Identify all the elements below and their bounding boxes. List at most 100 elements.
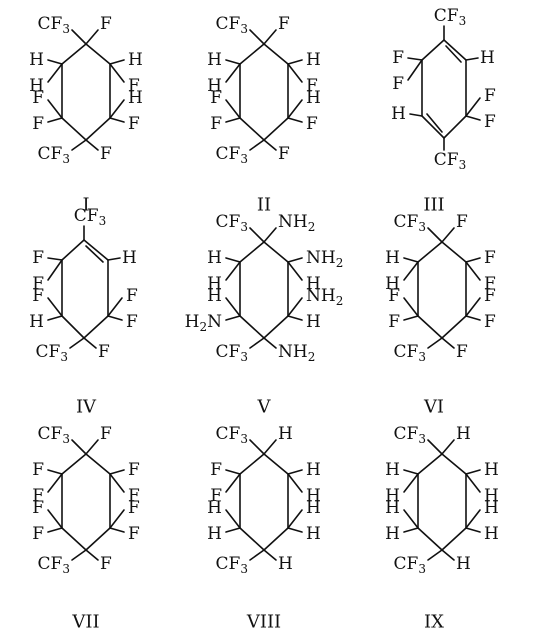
substituent-bond [249, 227, 265, 243]
atom-bottom-left: CF3 [394, 554, 426, 576]
ring-bond [239, 117, 265, 141]
substituent-bond [403, 509, 419, 529]
ring-bond [417, 315, 443, 339]
atom-lower-right-1: H [128, 88, 143, 108]
substituent-bond [47, 297, 63, 317]
substituent-bond [47, 315, 63, 321]
substituent-bond [441, 549, 455, 561]
structure-label: III [423, 195, 444, 216]
ring-bond [85, 117, 111, 141]
atom-bottom-right: F [100, 554, 112, 574]
ring-bond [85, 527, 111, 551]
atom-lower-left-2: H2N [185, 312, 222, 334]
substituent-bond [287, 527, 303, 533]
atom-upper-left-1: H [385, 248, 400, 268]
substituent-bond [47, 527, 63, 533]
ring-bond [239, 527, 265, 551]
ring-bond [61, 453, 87, 475]
substituent-bond [403, 315, 419, 321]
atom-lower-left-2: H [207, 524, 222, 544]
ring-bond [417, 527, 443, 551]
ring-bond [85, 453, 111, 475]
atom-bottom-left: CF3 [36, 342, 68, 364]
atom-upper-left-1: F [32, 460, 44, 480]
substituent-bond [403, 473, 419, 493]
substituent-bond [71, 29, 87, 45]
substituent-bond [225, 315, 241, 321]
atom-lower-right-2: H [306, 312, 321, 332]
atom-lower-right-1: F [128, 498, 140, 518]
ring-bond [263, 241, 289, 263]
ring-bond [61, 43, 87, 65]
atom-top-left: CF3 [38, 424, 70, 446]
substituent-bond [441, 227, 455, 243]
substituent-bond [47, 509, 63, 529]
substituent-bond [249, 337, 265, 349]
substituent-bond [85, 549, 99, 561]
ring-bond [421, 39, 445, 61]
substituent-bond [465, 527, 481, 533]
substituent-bond [465, 315, 481, 321]
atom-lower-right-2: F [306, 114, 318, 134]
substituent-bond [427, 549, 443, 561]
substituent-bond [287, 469, 303, 475]
atom-top-left: CF3 [216, 14, 248, 36]
structure-label: II [257, 195, 271, 216]
atom-bottom-left: CF3 [394, 342, 426, 364]
atom-lower-left-1: H [207, 286, 222, 306]
atom-top-left: CF3 [216, 424, 248, 446]
atom-bottom: CF3 [434, 150, 466, 172]
ring-bond [61, 117, 87, 141]
ring-bond [83, 315, 109, 339]
atom-upper-left-1: H [29, 50, 44, 70]
substituent-bond [225, 63, 241, 83]
atom-upper-left-2: H [207, 274, 222, 294]
atom-upper-right-2: F [128, 486, 140, 506]
substituent-bond [109, 469, 125, 475]
atom-upper-right-1: H [484, 460, 499, 480]
substituent-bond [225, 297, 241, 317]
substituent-bond [249, 549, 265, 561]
substituent-bond [249, 29, 265, 45]
atom-bottom-right: F [278, 144, 290, 164]
substituent-bond [427, 227, 443, 243]
structure-label: IV [76, 397, 97, 418]
atom-upper-left-1: H [207, 50, 222, 70]
substituent-bond [263, 549, 277, 561]
substituent-bond [85, 139, 99, 151]
atom-lower-left-1: F [32, 88, 44, 108]
atom-upper-right-2: F [484, 274, 496, 294]
atom-upper-right-2: F [128, 76, 140, 96]
atom-lower-right-2: F [126, 312, 138, 332]
substituent-bond [47, 99, 63, 119]
atom-upper-left-2: H [29, 76, 44, 96]
substituent-bond [263, 439, 277, 455]
substituent-bond [47, 473, 63, 493]
substituent-bond [287, 59, 303, 65]
substituent-bond [287, 257, 303, 263]
atom-upper-right-1: F [128, 460, 140, 480]
atom-lower-right-2: H [306, 524, 321, 544]
ring-bond [417, 241, 443, 263]
substituent-bond [287, 261, 303, 281]
substituent-bond [287, 315, 303, 321]
substituent-bond [85, 439, 99, 455]
substituent-bond [287, 473, 303, 493]
substituent-bond [109, 509, 125, 529]
substituent-bond [109, 99, 125, 119]
substituent-bond [225, 117, 241, 123]
ring-bond [417, 453, 443, 475]
atom-lower-left-2: F [32, 524, 44, 544]
atom-lower-left-1: F [210, 88, 222, 108]
structure-label: V [257, 397, 272, 418]
ring-bond [239, 315, 265, 339]
ring-bond [239, 241, 265, 263]
ring-bond [263, 315, 289, 339]
atom-lower-right-2: F [128, 114, 140, 134]
substituent-bond [403, 257, 419, 263]
